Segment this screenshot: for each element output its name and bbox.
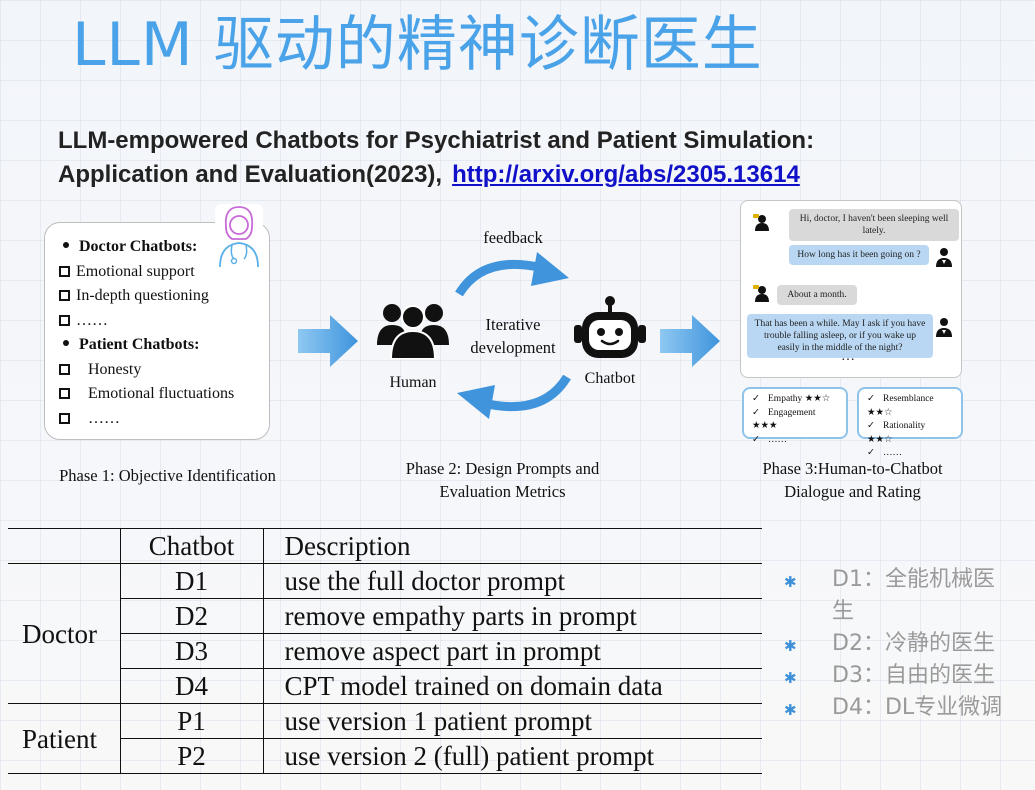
table-row: D4 CPT model trained on domain data bbox=[8, 669, 762, 704]
chatbot-description: use version 2 (full) patient prompt bbox=[263, 739, 762, 774]
chat-bubble-doctor: How long has it been going on ? bbox=[789, 245, 929, 265]
table-row: D2 remove empathy parts in prompt bbox=[8, 599, 762, 634]
table-row: Doctor D1 use the full doctor prompt bbox=[8, 564, 762, 599]
patient-item: Emotional fluctuations bbox=[59, 382, 255, 407]
checkbox-icon bbox=[59, 315, 70, 326]
asterisk-icon: ✱ bbox=[784, 630, 797, 662]
iterative-development-label: Iterative development bbox=[458, 313, 568, 359]
table-header-row: Chatbot Description bbox=[8, 529, 762, 564]
table-row: Patient P1 use version 1 patient prompt bbox=[8, 704, 762, 739]
arrow-right-icon bbox=[298, 313, 360, 369]
robot-icon bbox=[572, 295, 648, 363]
rating-row: ✓Resemblance ★★☆ bbox=[867, 393, 953, 420]
chatbot-table: Chatbot Description Doctor D1 use the fu… bbox=[8, 528, 762, 774]
chatbot-description: remove aspect part in prompt bbox=[263, 634, 762, 669]
note-item: ✱ D4：DL专业微调 bbox=[780, 692, 1030, 724]
table-row: P2 use version 2 (full) patient prompt bbox=[8, 739, 762, 774]
phase1-label: Phase 1: Objective Identification bbox=[30, 464, 305, 487]
slide-title: LLM 驱动的精神诊断医生 bbox=[72, 2, 763, 88]
checkbox-icon bbox=[59, 266, 70, 277]
human-node: Human bbox=[375, 297, 451, 392]
asterisk-icon: ✱ bbox=[784, 662, 797, 694]
checkbox-icon bbox=[59, 388, 70, 399]
chat-bubble-patient: Hi, doctor, I haven't been sleeping well… bbox=[789, 209, 959, 241]
phase3-label: Phase 3:Human-to-Chatbot Dialogue and Ra… bbox=[720, 457, 985, 503]
dialogue-box: Hi, doctor, I haven't been sleeping well… bbox=[740, 200, 962, 378]
chatbot-id: D2 bbox=[120, 599, 263, 634]
patient-chatbots-heading: Patient Chatbots: bbox=[59, 333, 255, 358]
table-header-cell bbox=[8, 529, 120, 564]
chatbot-description: remove empathy parts in prompt bbox=[263, 599, 762, 634]
chatbot-description: use the full doctor prompt bbox=[263, 564, 762, 599]
chatbot-id: D3 bbox=[120, 634, 263, 669]
dialogue-ellipsis: … bbox=[841, 349, 855, 365]
rating-row: ✓Engagement ★★★ bbox=[752, 407, 838, 434]
patient-item: Honesty bbox=[59, 358, 255, 383]
paper-title-line2-text: Application and Evaluation(2023), bbox=[58, 161, 442, 188]
patient-icon bbox=[753, 213, 771, 231]
paper-title: LLM-empowered Chatbots for Psychiatrist … bbox=[58, 124, 1018, 192]
paper-title-line2: Application and Evaluation(2023), http://… bbox=[58, 158, 1018, 192]
table-header-cell: Description bbox=[263, 529, 762, 564]
asterisk-icon: ✱ bbox=[784, 694, 797, 726]
cycle-arrow-top-icon bbox=[453, 250, 573, 296]
doctor-rating-box: ✓Empathy ★★☆ ✓Engagement ★★★ ✓…… bbox=[742, 387, 848, 439]
checkbox-icon bbox=[59, 290, 70, 301]
note-item: ✱ D3：自由的医生 bbox=[780, 660, 1030, 692]
checkbox-icon bbox=[59, 413, 70, 424]
asterisk-icon: ✱ bbox=[784, 566, 797, 598]
chatbot-description: use version 1 patient prompt bbox=[263, 704, 762, 739]
paper-title-line1: LLM-empowered Chatbots for Psychiatrist … bbox=[58, 124, 1018, 158]
feedback-label: feedback bbox=[463, 226, 563, 249]
chatbot-description: CPT model trained on domain data bbox=[263, 669, 762, 704]
group-label-patient: Patient bbox=[8, 704, 120, 774]
doctor-avatar-icon bbox=[212, 201, 266, 271]
doctor-item: In-depth questioning bbox=[59, 284, 255, 309]
checkbox-icon bbox=[59, 364, 70, 375]
chatbot-id: D4 bbox=[120, 669, 263, 704]
rating-row: ✓Empathy ★★☆ bbox=[752, 393, 838, 407]
chatbot-label: Chatbot bbox=[572, 370, 648, 388]
chatbot-id: P1 bbox=[120, 704, 263, 739]
notes-list: ✱ D1：全能机械医 生 ✱ D2：冷静的医生 ✱ D3：自由的医生 ✱ D4：… bbox=[780, 564, 1030, 724]
table-header-cell: Chatbot bbox=[120, 529, 263, 564]
chatbot-id: P2 bbox=[120, 739, 263, 774]
method-figure: Doctor Chatbots: Emotional support In-de… bbox=[0, 195, 1035, 515]
phase2-label: Phase 2: Design Prompts and Evaluation M… bbox=[370, 457, 635, 503]
cycle-arrow-bottom-icon bbox=[453, 375, 573, 421]
arrow-right-icon bbox=[660, 313, 722, 369]
human-group-icon bbox=[375, 297, 451, 359]
patient-rating-box: ✓Resemblance ★★☆ ✓Rationality ★★☆ ✓…… bbox=[857, 387, 963, 439]
doctor-item: …… bbox=[59, 309, 255, 334]
patient-item: …… bbox=[59, 407, 255, 432]
table-row: D3 remove aspect part in prompt bbox=[8, 634, 762, 669]
rating-row: ✓Rationality ★★☆ bbox=[867, 420, 953, 447]
doctor-icon bbox=[935, 247, 953, 267]
human-label: Human bbox=[375, 374, 451, 392]
note-item: ✱ D1：全能机械医 生 bbox=[780, 564, 1030, 628]
chat-bubble-patient: About a month. bbox=[777, 285, 857, 305]
rating-row: ✓…… bbox=[752, 434, 838, 448]
note-item: ✱ D2：冷静的医生 bbox=[780, 628, 1030, 660]
chatbot-id: D1 bbox=[120, 564, 263, 599]
chatbot-node: Chatbot bbox=[572, 295, 648, 388]
patient-icon bbox=[753, 284, 771, 302]
group-label-doctor: Doctor bbox=[8, 564, 120, 704]
doctor-icon bbox=[935, 317, 953, 337]
arxiv-link[interactable]: http://arxiv.org/abs/2305.13614 bbox=[452, 161, 800, 188]
chat-bubble-doctor: That has been a while. May I ask if you … bbox=[747, 314, 933, 358]
